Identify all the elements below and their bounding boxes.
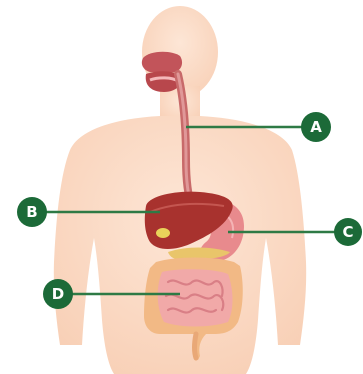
gallbladder (156, 228, 170, 238)
small-intestine (158, 269, 233, 326)
rectum (195, 334, 197, 358)
label-badge-b: B (17, 197, 47, 227)
label-badge-a: A (301, 112, 331, 142)
label-badge-d: D (43, 279, 73, 309)
label-a-text: A (310, 118, 322, 136)
label-b-text: B (26, 203, 37, 221)
label-d-text: D (52, 285, 64, 303)
label-badge-c: C (334, 218, 362, 246)
label-c-text: C (342, 223, 353, 241)
